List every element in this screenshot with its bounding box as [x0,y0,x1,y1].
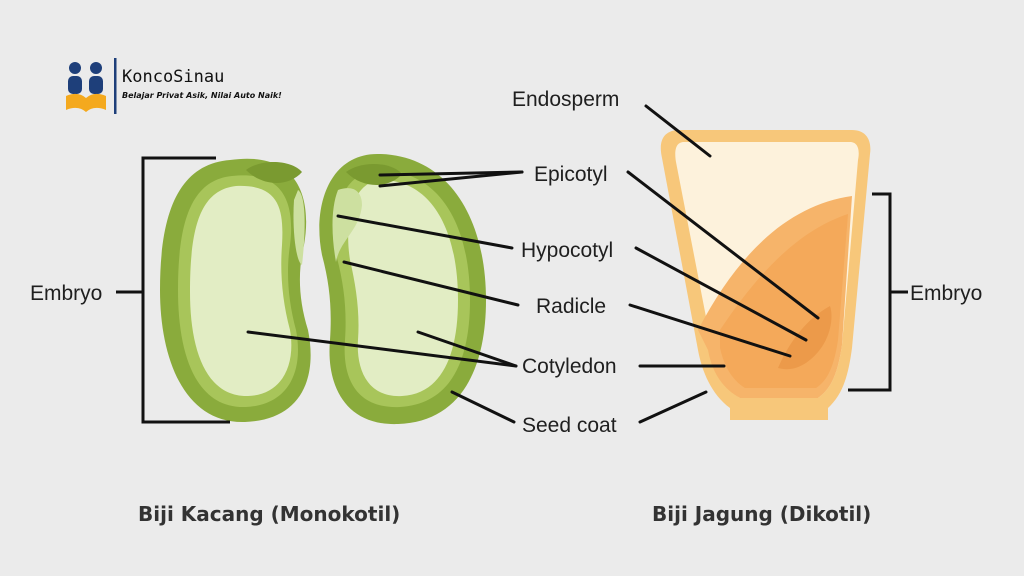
seed-coat-label: Seed coat [522,414,617,437]
corn-embryo-label: Embryo [910,282,982,305]
corn-seed [660,130,871,420]
logo-emblem-icon [66,62,106,112]
bean-embryo-label: Embryo [30,282,102,305]
bean-leader-lines [246,170,524,424]
logo-tagline: Belajar Privat Asik, Nilai Auto Naik! [122,91,282,100]
radicle-label: Radicle [536,295,606,318]
bean-seed [160,153,486,425]
corn-caption: Biji Jagung (Dikotil) [652,502,871,526]
endosperm-label: Endosperm [512,88,619,111]
epicotyl-label: Epicotyl [534,163,608,186]
koncosinau-logo: KoncoSinau Belajar Privat Asik, Nilai Au… [66,58,282,114]
corn-leader-lines [626,170,820,424]
cotyledon-label: Cotyledon [522,355,617,378]
bean-embryo-bracket [141,156,230,424]
bean-caption: Biji Kacang (Monokotil) [138,502,400,526]
hypocotyl-label: Hypocotyl [521,239,613,262]
logo-divider [114,58,117,114]
logo-name: KoncoSinau [122,67,224,87]
